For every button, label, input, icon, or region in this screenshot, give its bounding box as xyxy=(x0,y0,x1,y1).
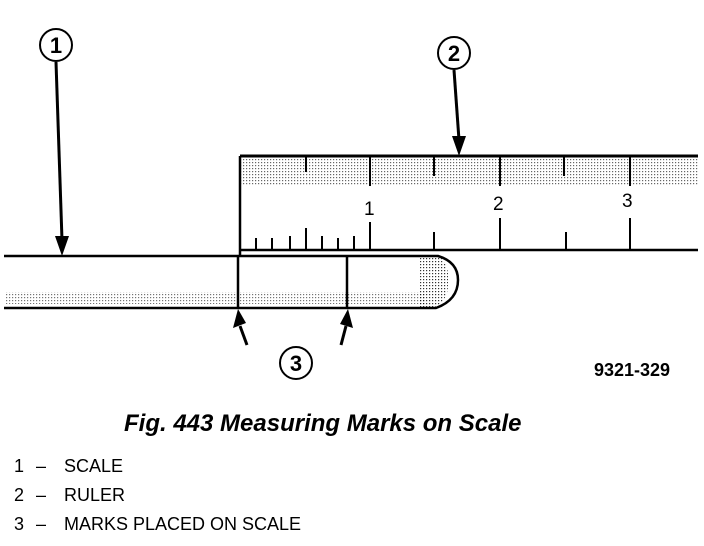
ruler: 1 2 3 xyxy=(238,154,698,256)
legend-item: 1–SCALE xyxy=(14,452,301,481)
callout-2: 2 xyxy=(437,36,471,156)
legend-item-dash: – xyxy=(36,485,47,505)
scale-marks xyxy=(236,256,349,308)
legend-item: 2–RULER xyxy=(14,481,301,510)
legend-item-label: SCALE xyxy=(64,456,124,476)
callout-1-number: 1 xyxy=(50,33,62,58)
scale xyxy=(4,254,460,310)
legend-item: 3–MARKS PLACED ON SCALE xyxy=(14,510,301,539)
ruler-bottom-ticks xyxy=(255,218,631,250)
figure-caption: Fig. 443 Measuring Marks on Scale xyxy=(124,410,522,437)
legend-item-dash: – xyxy=(36,456,47,476)
legend-item-number: 2 xyxy=(14,485,25,505)
callout-1: 1 xyxy=(39,28,73,256)
ruler-tick-label-3: 3 xyxy=(622,191,633,212)
ruler-tick-label-1: 1 xyxy=(364,199,375,220)
legend-item-number: 3 xyxy=(14,514,25,534)
legend: 1–SCALE 2–RULER 3–MARKS PLACED ON SCALE xyxy=(14,452,301,539)
ruler-top-ticks xyxy=(305,156,631,186)
ruler-tick-label-2: 2 xyxy=(493,194,504,215)
legend-item-number: 1 xyxy=(14,456,25,476)
measuring-diagram: 1 2 3 1 2 3 xyxy=(4,28,698,380)
callout-3-number: 3 xyxy=(290,351,302,376)
callout-3: 3 xyxy=(233,309,353,380)
legend-item-dash: – xyxy=(36,514,47,534)
legend-item-label: MARKS PLACED ON SCALE xyxy=(64,514,302,534)
callout-2-number: 2 xyxy=(448,41,460,66)
figure-id: 9321-329 xyxy=(594,360,671,380)
legend-item-label: RULER xyxy=(64,485,126,505)
